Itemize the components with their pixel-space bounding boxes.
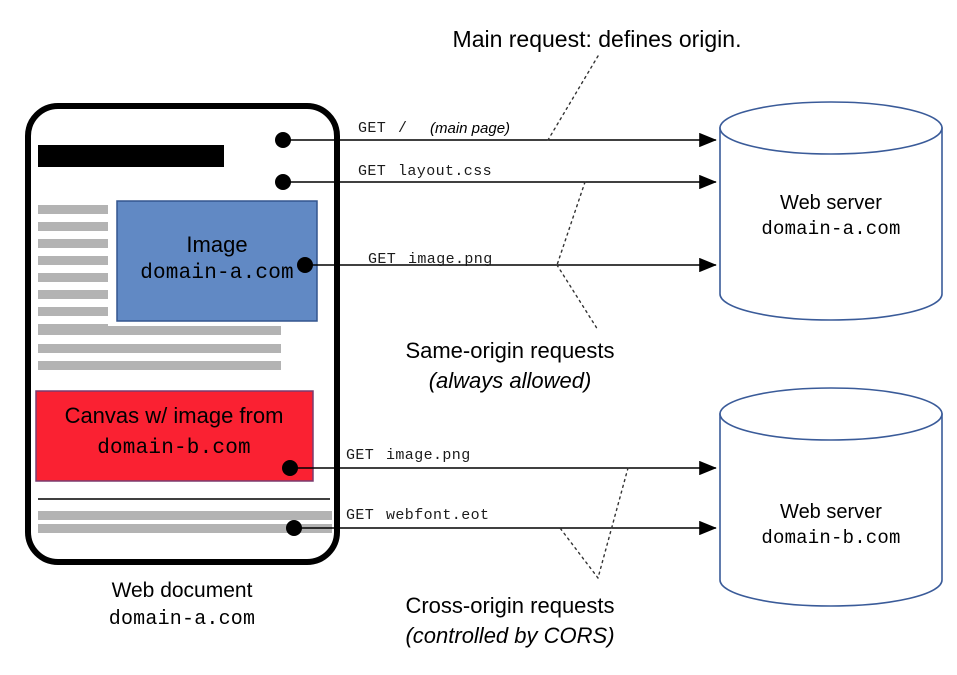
server-b-shape <box>719 387 943 607</box>
request-label-1-note: (main page) <box>430 120 511 137</box>
request-origin-dot-2 <box>275 174 291 190</box>
request-label-1-path: / <box>398 120 408 137</box>
leader-cross-origin-upper <box>597 467 629 579</box>
request-label-4-method: GET <box>346 447 375 464</box>
request-origin-dot-1 <box>275 132 291 148</box>
leader-main-request <box>547 55 599 141</box>
cross-origin-label-line2: (controlled by CORS) <box>405 623 615 648</box>
request-label-3-method: GET <box>368 251 397 268</box>
web-document-domain: domain-a.com <box>108 608 256 631</box>
canvas-box <box>35 390 314 482</box>
document-text-lines-bottom <box>38 511 332 533</box>
image-box <box>116 200 318 322</box>
request-label-1-method: GET <box>358 120 387 137</box>
leader-cross-origin-lower <box>559 527 599 579</box>
image-box-domain: domain-a.com <box>140 262 294 285</box>
leader-lines <box>547 55 629 579</box>
server-b-label: Web server <box>780 501 882 523</box>
canvas-box-domain: domain-b.com <box>97 437 251 460</box>
request-label-2-method: GET <box>358 163 387 180</box>
same-origin-label-line2: (always allowed) <box>428 368 592 393</box>
same-origin-label-line1: Same-origin requests <box>405 338 615 363</box>
request-label-5-path: webfont.eot <box>386 507 490 524</box>
document-text-lines-full <box>38 326 281 370</box>
request-origin-dot-5 <box>286 520 302 536</box>
main-request-title: Main request: defines origin. <box>452 26 742 52</box>
request-label-5-method: GET <box>346 507 375 524</box>
document-headline-bar <box>38 145 224 167</box>
server-a-label: Web server <box>780 192 882 214</box>
request-origin-dot-3 <box>297 257 313 273</box>
canvas-box-label: Canvas w/ image from <box>64 403 284 428</box>
server-b-domain: domain-b.com <box>761 527 901 549</box>
leader-same-origin-lower <box>556 264 599 331</box>
server-a-domain: domain-a.com <box>761 218 901 240</box>
cross-origin-label-line1: Cross-origin requests <box>405 593 615 618</box>
image-box-label: Image <box>186 232 248 257</box>
request-origin-dots <box>275 132 313 536</box>
request-origin-dot-4 <box>282 460 298 476</box>
request-label-2-path: layout.css <box>398 163 493 180</box>
leader-same-origin-upper <box>556 181 586 266</box>
server-a-shape <box>719 101 943 321</box>
request-label-4-path: image.png <box>386 447 471 464</box>
request-arrows <box>283 132 717 536</box>
request-label-3-path: image.png <box>408 251 493 268</box>
web-document-caption: Web document <box>111 579 253 602</box>
